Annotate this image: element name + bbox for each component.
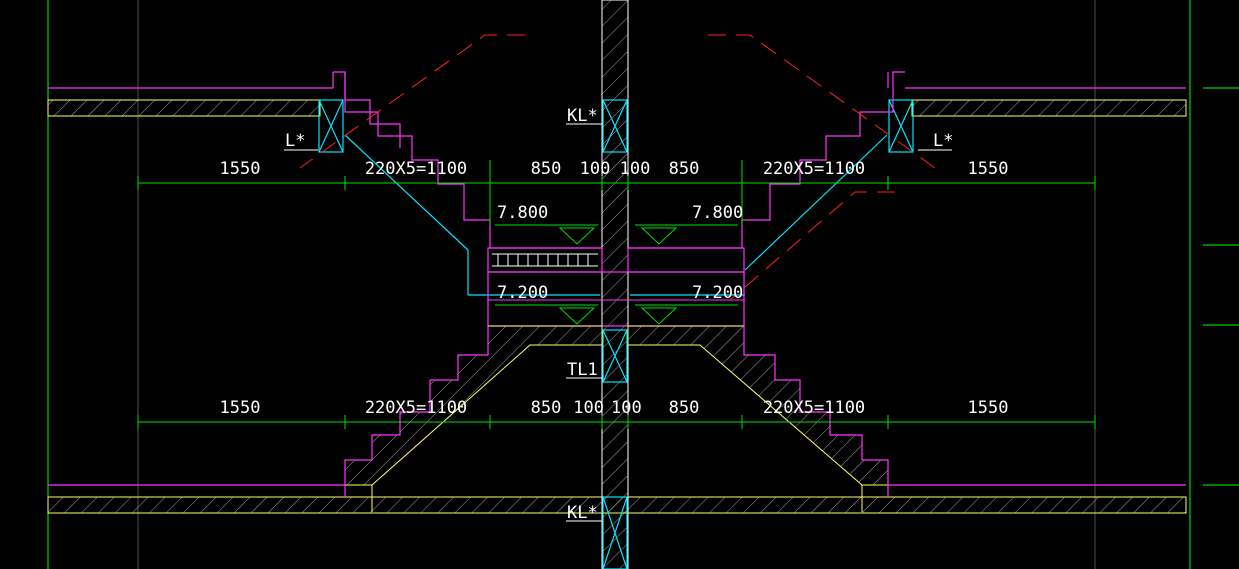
dim-bottom-4: 100 [611, 398, 642, 418]
dim-top-0: 1550 [220, 159, 261, 179]
elevation-markers [495, 224, 738, 325]
elevation-upper-left: 7.800 [497, 203, 548, 223]
label-l-left: L* [285, 131, 305, 151]
section-cut-lines [299, 34, 936, 301]
dim-bottom-0: 1550 [220, 398, 261, 418]
dim-top-4: 100 [620, 159, 651, 179]
lower-floor-slabs [47, 484, 1187, 514]
dim-bottom-3: 100 [573, 398, 604, 418]
upper-stair-flights [332, 71, 905, 249]
elevation-lower-left: 7.200 [497, 283, 548, 303]
label-l-right: L* [933, 131, 953, 151]
lower-stair-flights [344, 325, 889, 512]
dim-bottom-7: 1550 [968, 398, 1009, 418]
dim-bottom-5: 850 [669, 398, 700, 418]
dim-top-1: 220X5=1100 [365, 159, 467, 179]
upper-floor-slabs [47, 87, 1187, 117]
dim-top-7: 1550 [968, 159, 1009, 179]
dimension-text-bottom: 1550 220X5=1100 850 100 100 850 220X5=11… [220, 398, 1009, 418]
dimension-text-top: 1550 220X5=1100 850 100 100 850 220X5=11… [220, 159, 1009, 179]
dim-bottom-2: 850 [531, 398, 562, 418]
dim-top-5: 850 [669, 159, 700, 179]
elevation-upper-right: 7.800 [692, 203, 743, 223]
dim-top-3: 100 [580, 159, 611, 179]
label-kl-bottom: KL* [567, 503, 598, 523]
landing-block [487, 247, 745, 327]
dim-bottom-6: 220X5=1100 [763, 398, 865, 418]
member-labels: KL* TL1 KL* L* L* [285, 106, 953, 523]
dim-top-6: 220X5=1100 [763, 159, 865, 179]
axis-lines [47, 0, 1239, 569]
dim-top-2: 850 [531, 159, 562, 179]
elevation-text: 7.800 7.800 7.200 7.200 [497, 203, 743, 303]
label-tl1: TL1 [567, 360, 598, 380]
label-kl-top: KL* [567, 106, 598, 126]
beam-sections [318, 99, 914, 569]
elevation-lower-right: 7.200 [692, 283, 743, 303]
dimension-lines [137, 160, 1096, 429]
label-leaders [284, 123, 952, 522]
central-wall [601, 0, 629, 569]
dim-bottom-1: 220X5=1100 [365, 398, 467, 418]
